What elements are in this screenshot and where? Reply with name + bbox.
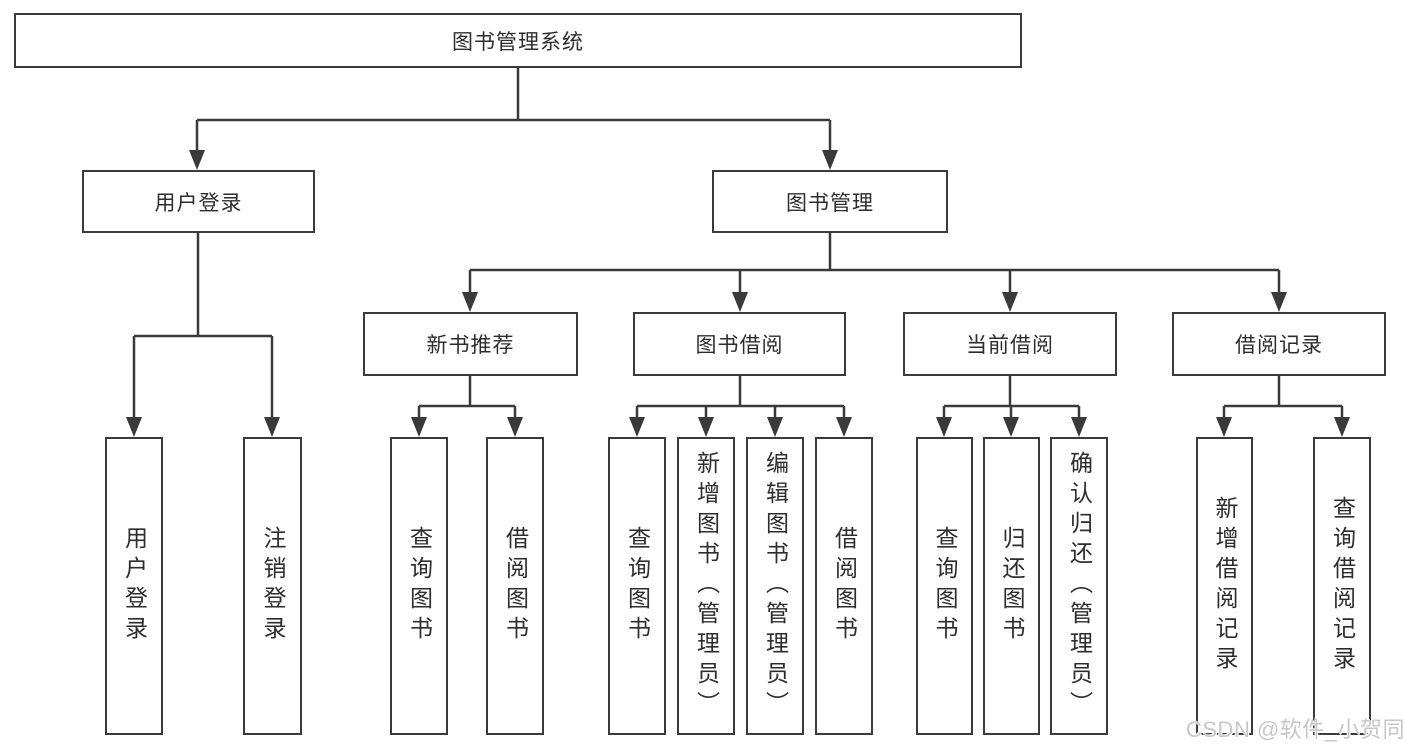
- arrowheads: [126, 150, 1350, 437]
- node-label: 查询借阅记录: [1329, 496, 1356, 676]
- leaf-edit-books-admin: 编辑图书（管理员）: [746, 437, 804, 735]
- csdn-watermark: CSDN @软件_小贺同学: [1186, 717, 1405, 742]
- leaf-logout: 注销登录: [243, 437, 302, 735]
- node-label: 借阅图书: [831, 526, 858, 646]
- node-book-borrow: 图书借阅: [633, 312, 846, 376]
- node-book-management: 图书管理: [712, 170, 948, 233]
- node-new-book-recommend: 新书推荐: [363, 312, 578, 376]
- node-label: 图书借阅: [695, 334, 784, 357]
- leaf-borrow-books-2: 借阅图书: [815, 437, 873, 735]
- node-label: 图书管理: [786, 191, 874, 215]
- node-label: 查询图书: [932, 526, 958, 646]
- node-label: 查询图书: [624, 526, 651, 646]
- node-label: 用户登录: [154, 191, 243, 215]
- node-label: 归还图书: [999, 526, 1025, 646]
- leaf-query-borrow-record: 查询借阅记录: [1313, 437, 1371, 735]
- node-label: 编辑图书（管理员）: [762, 451, 789, 721]
- node-label: 新增图书（管理员）: [693, 451, 720, 721]
- leaf-return-books: 归还图书: [983, 437, 1040, 735]
- leaf-confirm-return-admin: 确认归还（管理员）: [1050, 437, 1108, 735]
- leaf-add-books-admin: 新增图书（管理员）: [677, 437, 735, 735]
- node-user-login: 用户登录: [82, 170, 315, 233]
- node-label: 用户登录: [121, 526, 148, 646]
- node-label: 当前借阅: [966, 334, 1054, 357]
- node-current-borrow: 当前借阅: [903, 312, 1117, 376]
- leaf-add-borrow-record: 新增借阅记录: [1196, 437, 1253, 735]
- node-label: 注销登录: [260, 526, 286, 646]
- leaf-query-books-2: 查询图书: [608, 437, 666, 735]
- node-borrow-records: 借阅记录: [1172, 312, 1386, 376]
- leaf-borrow-books-1: 借阅图书: [486, 437, 544, 735]
- node-label: 借阅记录: [1235, 334, 1323, 357]
- node-label: 新书推荐: [426, 334, 515, 357]
- node-label: 借阅图书: [502, 526, 529, 646]
- node-root-system: 图书管理系统: [14, 13, 1022, 68]
- leaf-user-login: 用户登录: [105, 437, 163, 735]
- leaf-query-books-3: 查询图书: [916, 437, 973, 735]
- node-label: 图书管理系统: [452, 30, 584, 54]
- node-label: 确认归还（管理员）: [1066, 451, 1093, 721]
- node-label: 查询图书: [406, 526, 433, 646]
- leaf-query-books-1: 查询图书: [390, 437, 448, 735]
- node-label: 新增借阅记录: [1212, 496, 1238, 676]
